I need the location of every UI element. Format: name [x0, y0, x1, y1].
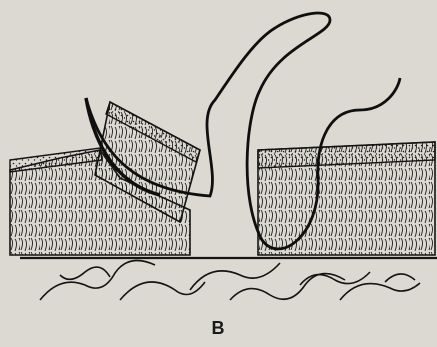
right-tissue-block	[258, 142, 435, 255]
panel-label: B	[206, 318, 230, 339]
